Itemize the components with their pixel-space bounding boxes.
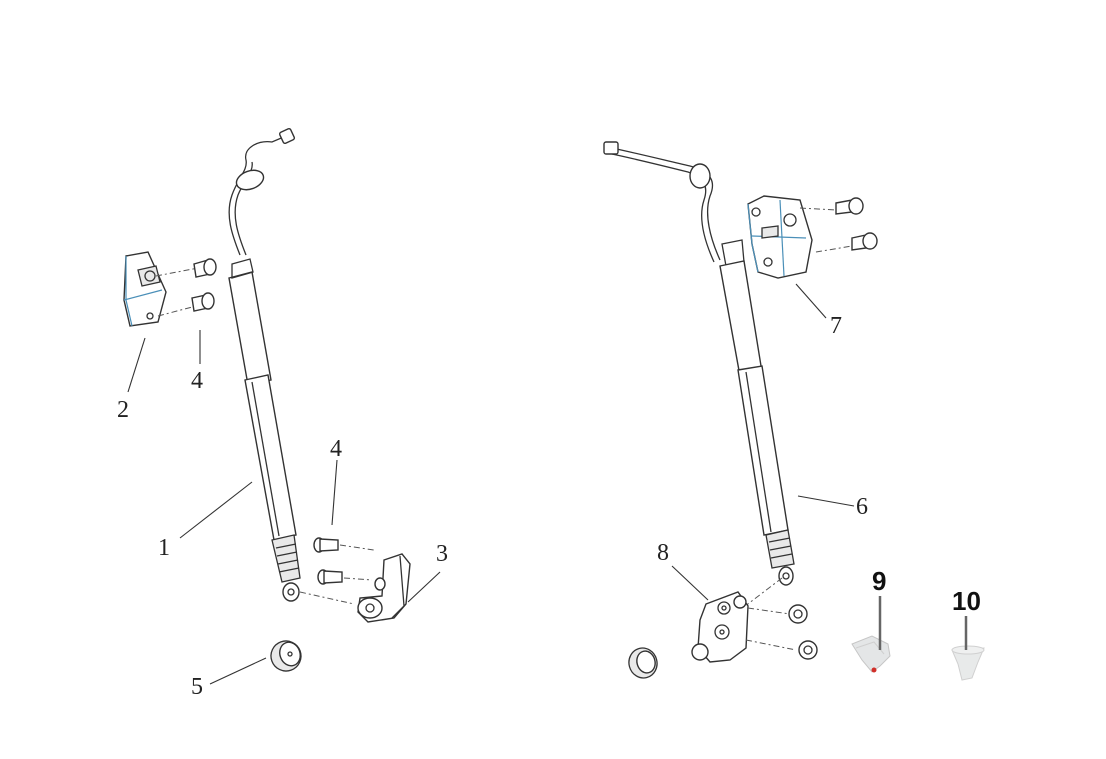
callout-1: 1 xyxy=(158,535,170,561)
right-lower-spacers xyxy=(745,604,818,660)
left-stopper-part-5 xyxy=(270,640,302,672)
left-lower-bolts-part-4 xyxy=(299,537,375,605)
callout-9: 9 xyxy=(872,566,886,596)
right-upper-bolts xyxy=(799,197,878,253)
leader-lines xyxy=(127,283,968,685)
callout-8: 8 xyxy=(657,540,669,566)
right-lower-bracket-part-8 xyxy=(691,577,783,663)
clip-marker-icon xyxy=(871,667,877,673)
callout-4-lower: 4 xyxy=(330,436,342,462)
callout-5: 5 xyxy=(191,674,203,700)
callout-2: 2 xyxy=(117,397,129,423)
callout-6: 6 xyxy=(856,494,868,520)
push-nut-part-10 xyxy=(951,645,985,681)
left-upper-bolts-part-4 xyxy=(155,258,217,317)
callout-7: 7 xyxy=(830,313,842,339)
callout-3: 3 xyxy=(436,541,448,567)
left-upper-bracket-part-2 xyxy=(123,251,167,327)
callout-10: 10 xyxy=(952,586,981,616)
right-strut-part-6 xyxy=(603,141,795,586)
left-strut-part-1 xyxy=(228,127,301,602)
clip-part-9 xyxy=(851,635,891,673)
right-upper-bracket-part-7 xyxy=(747,195,813,279)
left-lower-bracket-part-3 xyxy=(357,553,411,623)
right-stopper xyxy=(628,647,658,679)
callout-4-upper: 4 xyxy=(191,368,203,394)
